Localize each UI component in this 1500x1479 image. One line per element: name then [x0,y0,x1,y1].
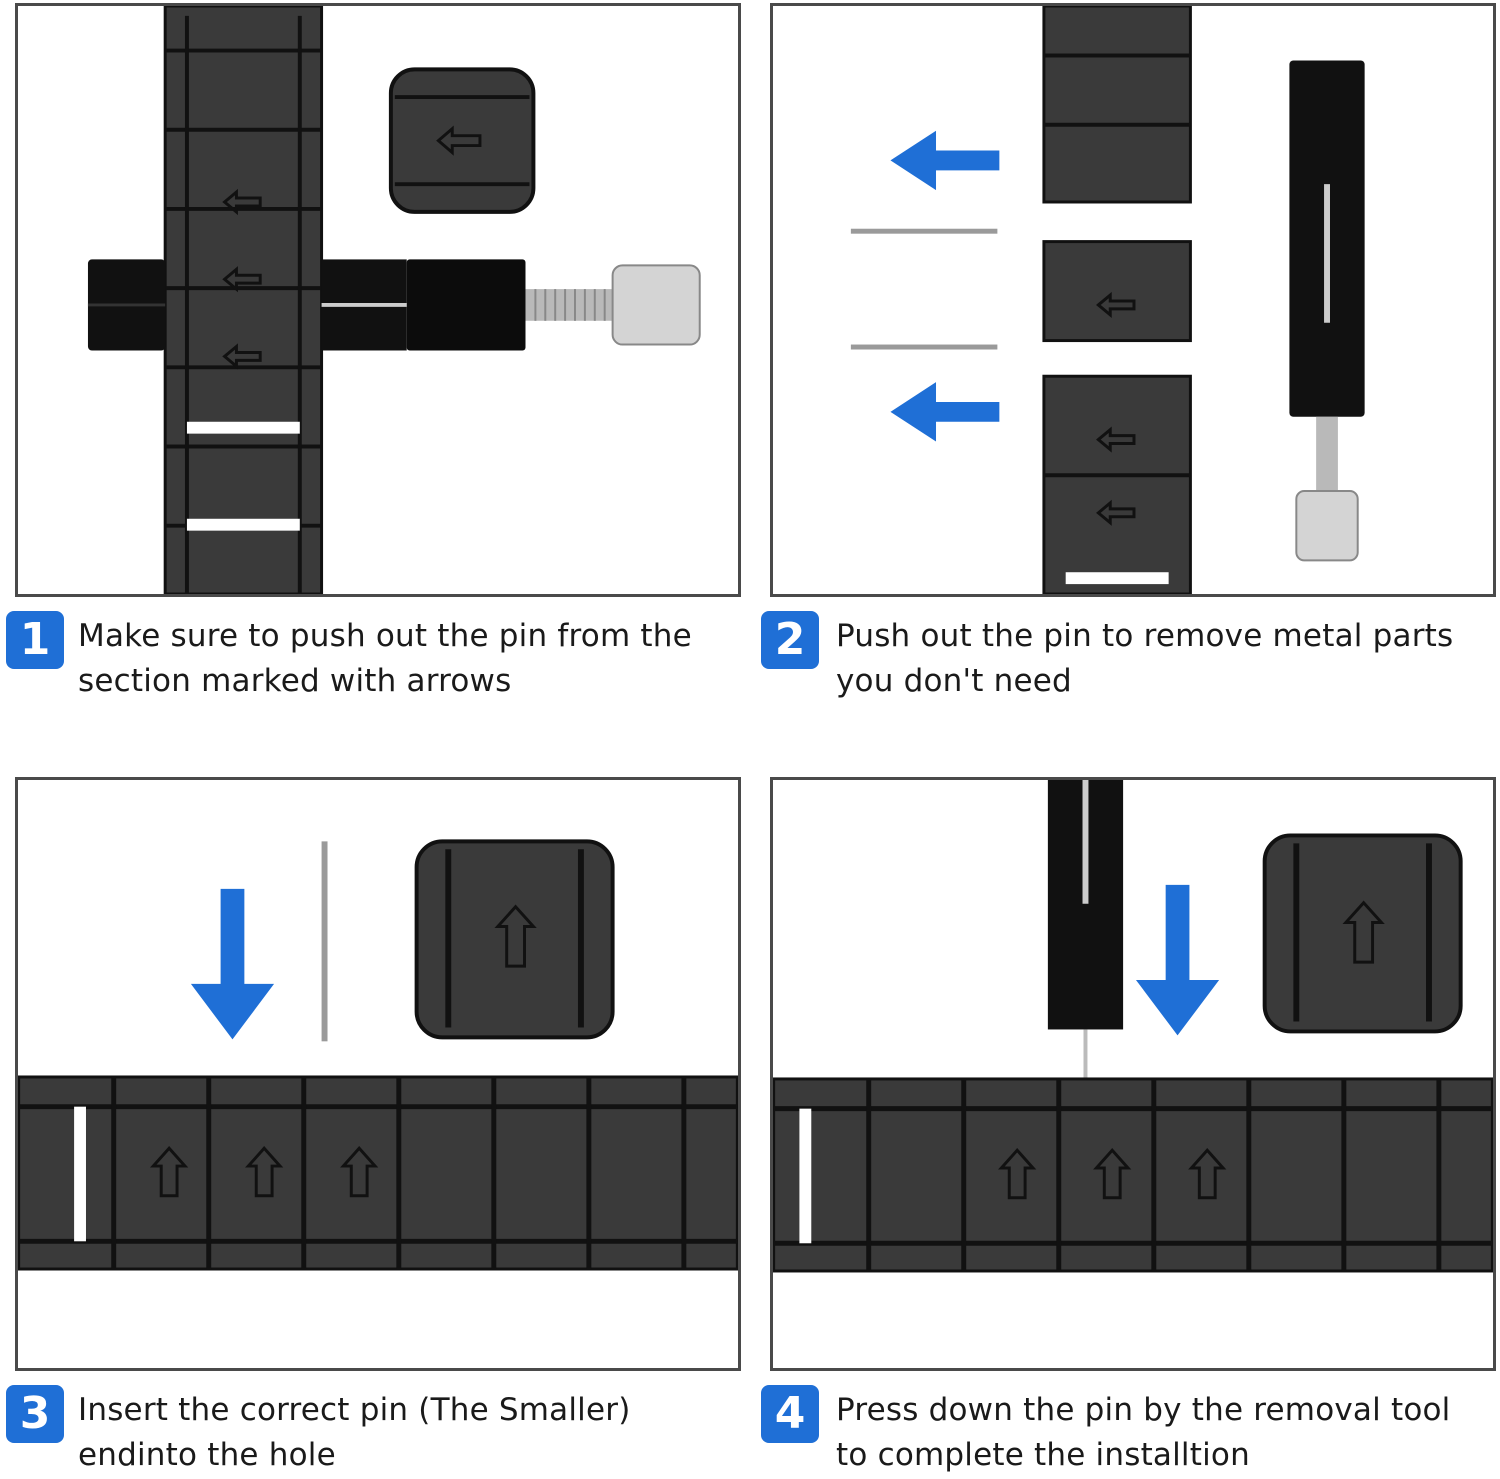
arrow-left-icon [890,130,1000,191]
step-1-caption-line-2: section marked with arrows [78,663,512,699]
knob-icon [611,264,701,346]
step-2-caption: Push out the pin to remove metal parts y… [836,614,1453,704]
step-3-caption-line-1: Insert the correct pin (The Smaller) [78,1392,631,1428]
arrow-left-icon [890,382,1000,442]
pin-icon [850,228,998,234]
step-2-badge: 2 [761,611,819,669]
link-closeup-icon [414,839,615,1040]
remove-links-with-tool [850,6,1365,594]
step-2-caption-line-2: you don't need [836,663,1072,699]
step-1-caption-line-1: Make sure to push out the pin from the [78,618,692,654]
pin-icon [850,344,998,350]
step-3-caption: Insert the correct pin (The Smaller) end… [78,1388,631,1478]
step-3-caption-line-2: endinto the hole [78,1437,336,1473]
step-1-badge: 1 [6,611,64,669]
knob-icon [1295,490,1359,562]
link-closeup-icon [1262,833,1463,1034]
step-2-caption-line-1: Push out the pin to remove metal parts [836,618,1454,654]
pin-icon [321,841,328,1042]
step-4-caption: Press down the pin by the removal tool t… [836,1388,1450,1478]
arrow-down-icon [190,888,275,1040]
insert-pin-diagram [18,839,738,1271]
step-4-badge: 4 [761,1385,819,1443]
step-4-caption-line-2: to complete the installtion [836,1437,1250,1473]
band-arrow-icons [149,1146,379,1198]
step-1-illustration [15,3,741,597]
press-pin-diagram [773,780,1493,1273]
step-3-illustration [15,777,741,1371]
step-1-caption: Make sure to push out the pin from the s… [78,614,692,704]
step-4-illustration [770,777,1496,1371]
arrow-down-icon [1135,884,1220,1036]
band-arrow-icons [222,188,262,370]
band-arrow-icons [998,1147,1227,1200]
step-4-caption-line-1: Press down the pin by the removal tool [836,1392,1451,1428]
link-closeup-icon [388,67,536,214]
step-3-badge: 3 [6,1385,64,1443]
step-2-illustration [770,3,1496,597]
watch-band-vertical-with-tool [87,6,701,594]
